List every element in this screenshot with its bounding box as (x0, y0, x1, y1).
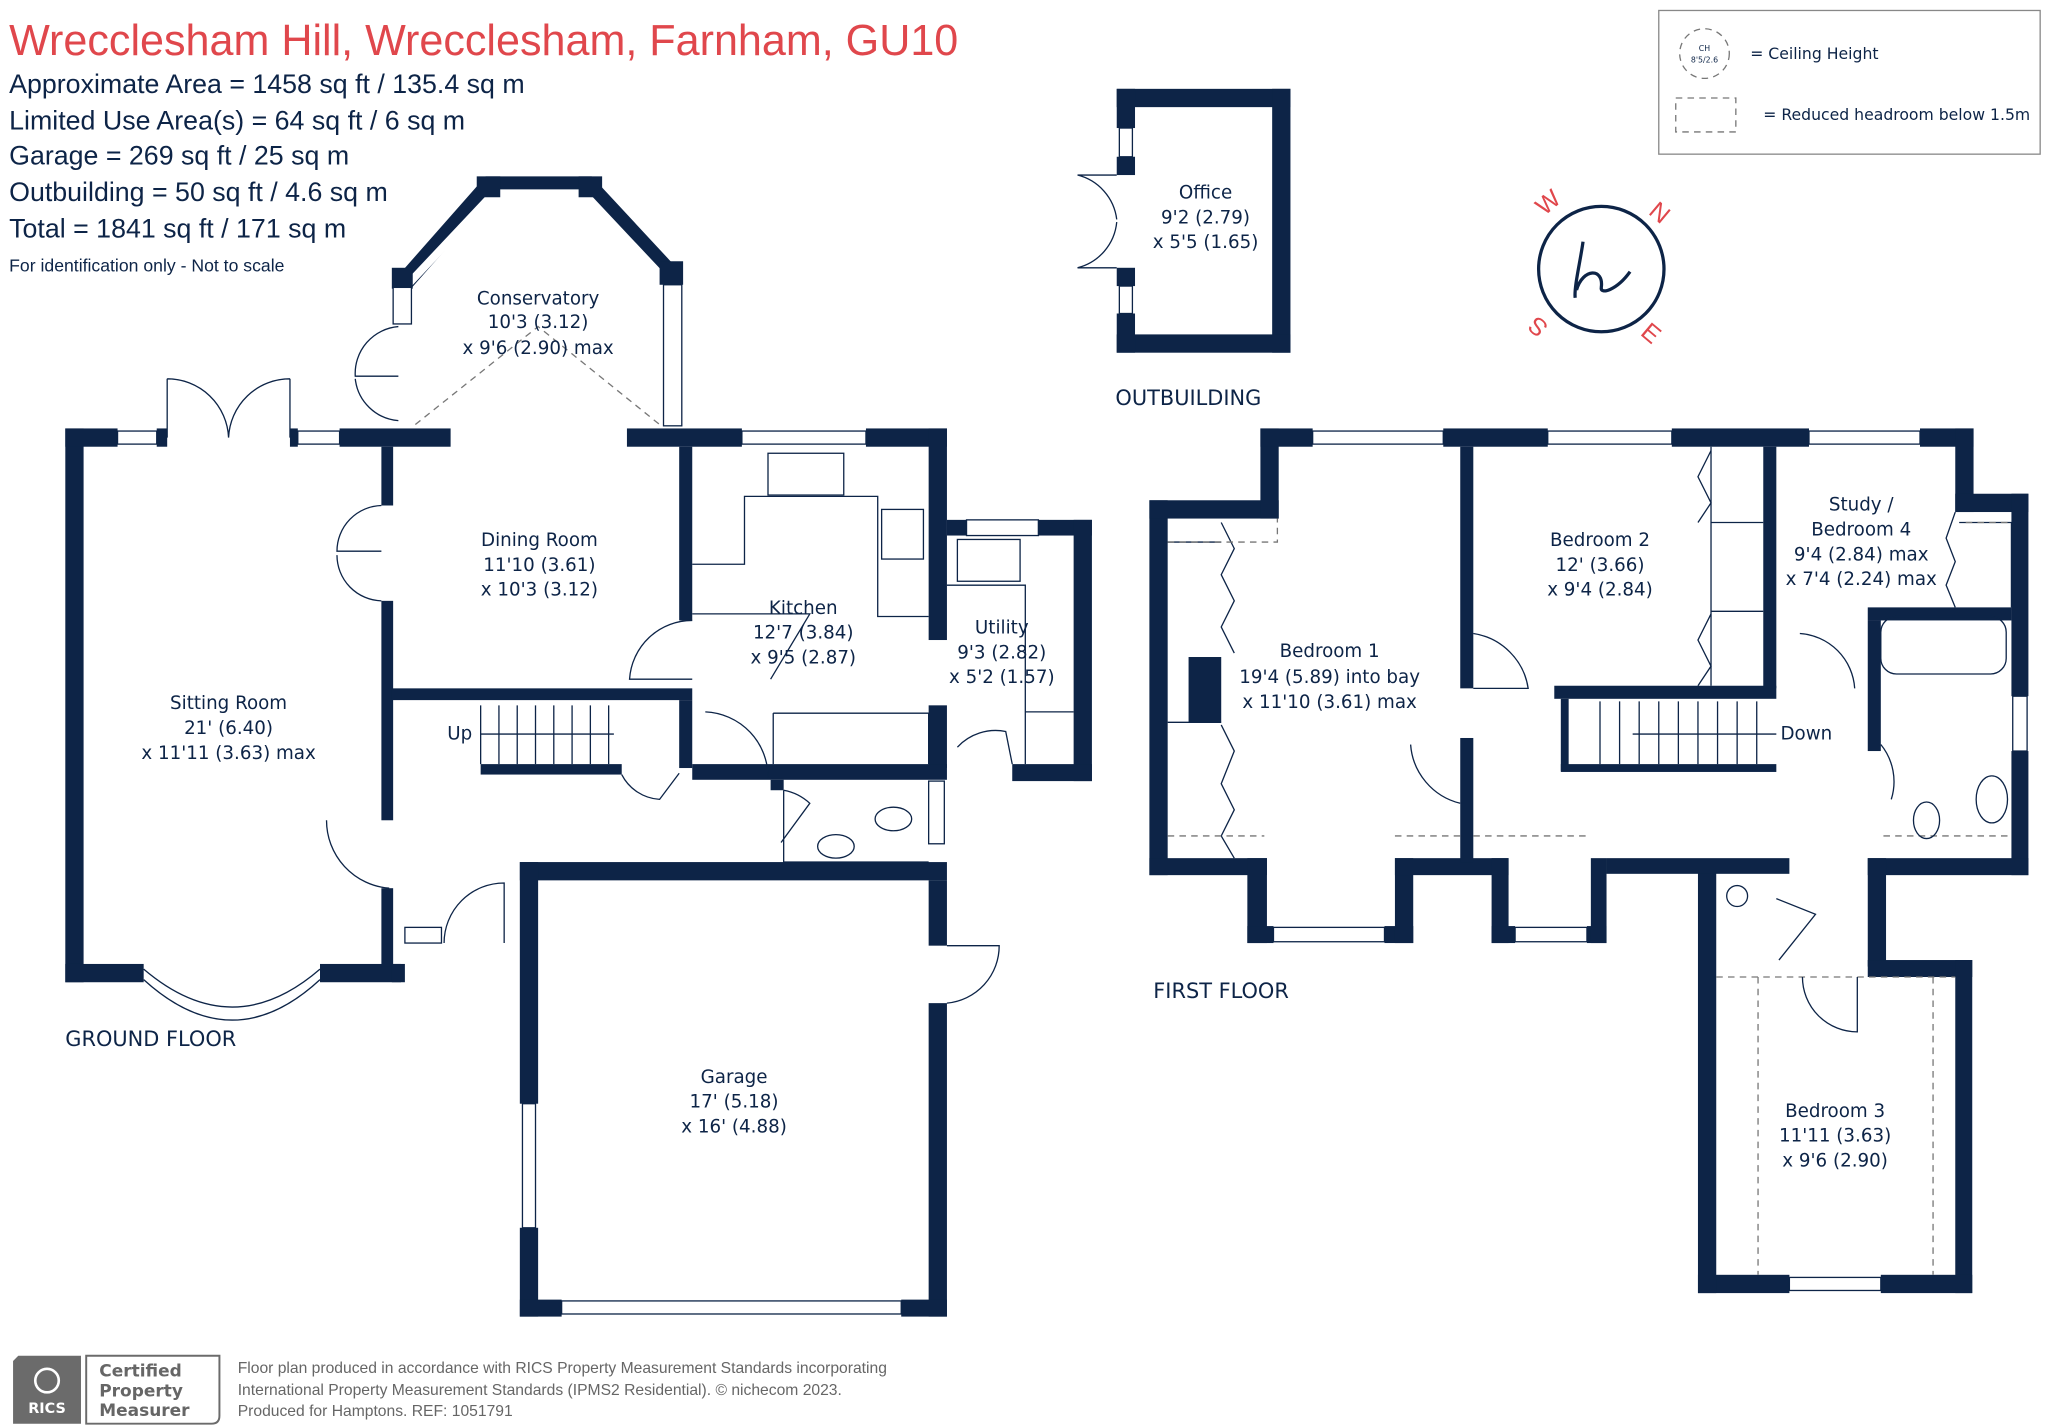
room-bedroom-2: Bedroom 2 12' (3.66) x 9'4 (2.84) (1547, 530, 1653, 601)
svg-text:x 9'5 (2.87): x 9'5 (2.87) (750, 648, 856, 669)
svg-text:x 7'4 (2.24) max: x 7'4 (2.24) max (1786, 569, 1937, 590)
room-sitting: Sitting Room 21' (6.40) x 11'11 (3.63) m… (141, 693, 316, 764)
room-bedroom-3: Bedroom 3 11'11 (3.63) x 9'6 (2.90) (1779, 1101, 1891, 1172)
rics-lion-icon (33, 1367, 61, 1394)
svg-text:9'4 (2.84) max: 9'4 (2.84) max (1794, 544, 1929, 565)
rics-badge: RICS Certified Property Measurer (13, 1354, 221, 1425)
svg-text:Bedroom 1: Bedroom 1 (1280, 641, 1380, 662)
svg-text:11'10 (3.61): 11'10 (3.61) (483, 555, 595, 576)
svg-text:x 9'4 (2.84): x 9'4 (2.84) (1547, 580, 1653, 601)
room-utility: Utility 9'3 (2.82) x 5'2 (1.57) (949, 617, 1055, 688)
stairs-up-label: Up (447, 723, 472, 744)
room-conservatory: Conservatory 10'3 (3.12) x 9'6 (2.90) ma… (463, 288, 614, 359)
area-total: Total = 1841 sq ft / 171 sq m (9, 214, 346, 244)
svg-text:Office: Office (1179, 183, 1232, 204)
svg-text:Property: Property (99, 1381, 183, 1401)
room-kitchen: Kitchen 12'7 (3.84) x 9'5 (2.87) (750, 598, 856, 669)
ground-floor-plan: Up (65, 176, 1092, 1317)
floor-label-outbuilding: OUTBUILDING (1115, 386, 1261, 410)
svg-text:Dining Room: Dining Room (481, 530, 598, 551)
compass-north: N (1644, 197, 1675, 229)
ch-symbol-label: CH (1699, 44, 1710, 53)
stairs-down-label: Down (1780, 723, 1832, 744)
svg-text:Conservatory: Conservatory (477, 288, 600, 309)
room-garage: Garage 17' (5.18) x 16' (4.88) (681, 1067, 787, 1138)
svg-text:12'7 (3.84): 12'7 (3.84) (753, 623, 854, 644)
area-limited-use: Limited Use Area(s) = 64 sq ft / 6 sq m (9, 105, 465, 135)
rics-logo-text: RICS (28, 1401, 66, 1417)
svg-text:Garage: Garage (701, 1067, 768, 1088)
svg-text:x 9'6 (2.90): x 9'6 (2.90) (1782, 1150, 1888, 1171)
floor-label-ground: GROUND FLOOR (65, 1027, 236, 1051)
svg-text:Bedroom 2: Bedroom 2 (1550, 530, 1650, 551)
svg-text:21' (6.40): 21' (6.40) (184, 718, 273, 739)
ch-symbol-value: 8'5/2.6 (1691, 56, 1718, 65)
svg-text:x 11'10 (3.61) max: x 11'10 (3.61) max (1242, 692, 1417, 713)
ceiling-height-symbol (1679, 28, 1730, 80)
room-bedroom-1: Bedroom 1 19'4 (5.89) into bay x 11'10 (… (1239, 641, 1420, 713)
svg-text:12' (3.66): 12' (3.66) (1556, 555, 1645, 576)
svg-text:Bedroom 4: Bedroom 4 (1811, 520, 1911, 541)
footer-line-3: Produced for Hamptons. REF: 1051791 (238, 1403, 513, 1420)
svg-text:x 9'6 (2.90) max: x 9'6 (2.90) max (463, 338, 614, 359)
svg-text:10'3 (3.12): 10'3 (3.12) (488, 312, 589, 333)
compass-east: E (1636, 318, 1666, 349)
footer-line-1: Floor plan produced in accordance with R… (238, 1360, 887, 1377)
area-garage: Garage = 269 sq ft / 25 sq m (9, 141, 349, 171)
svg-text:19'4 (5.89) into bay: 19'4 (5.89) into bay (1239, 667, 1420, 688)
floor-label-first: FIRST FLOOR (1153, 979, 1289, 1003)
svg-text:Kitchen: Kitchen (769, 598, 838, 619)
svg-text:9'3 (2.82): 9'3 (2.82) (957, 642, 1046, 663)
scale-note: For identification only - Not to scale (9, 256, 284, 276)
svg-text:9'2 (2.79): 9'2 (2.79) (1161, 207, 1250, 228)
svg-text:Utility: Utility (975, 617, 1029, 638)
legend-ceiling-height: = Ceiling Height (1750, 44, 1878, 63)
room-dining: Dining Room 11'10 (3.61) x 10'3 (3.12) (481, 530, 598, 601)
svg-text:Sitting Room: Sitting Room (170, 693, 287, 714)
svg-text:Study /: Study / (1829, 495, 1895, 516)
svg-text:x 10'3 (3.12): x 10'3 (3.12) (481, 580, 598, 601)
area-outbuilding: Outbuilding = 50 sq ft / 4.6 sq m (9, 177, 388, 207)
first-floor-plan: Down (1149, 428, 2029, 1294)
svg-text:11'11 (3.63): 11'11 (3.63) (1779, 1126, 1891, 1147)
svg-text:x 11'11 (3.63) max: x 11'11 (3.63) max (141, 743, 316, 764)
compass-west: W (1531, 185, 1567, 221)
outbuilding-plan (1077, 88, 1291, 353)
svg-text:x 16' (4.88): x 16' (4.88) (681, 1116, 787, 1137)
svg-text:Measurer: Measurer (99, 1401, 190, 1421)
area-approximate: Approximate Area = 1458 sq ft / 135.4 sq… (9, 69, 525, 99)
footer-line-2: International Property Measurement Stand… (238, 1382, 842, 1399)
page-title: Wrecclesham Hill, Wrecclesham, Farnham, … (9, 17, 958, 65)
reduced-headroom-symbol (1675, 97, 1737, 133)
svg-text:Certified: Certified (99, 1362, 182, 1382)
svg-text:17' (5.18): 17' (5.18) (690, 1092, 779, 1113)
svg-text:x 5'2 (1.57): x 5'2 (1.57) (949, 667, 1055, 688)
room-study-bedroom-4: Study / Bedroom 4 9'4 (2.84) max x 7'4 (… (1786, 495, 1937, 590)
legend-reduced-headroom: = Reduced headroom below 1.5m (1763, 105, 2030, 124)
compass-logo-icon (1536, 204, 1666, 334)
svg-text:Bedroom 3: Bedroom 3 (1785, 1101, 1885, 1122)
compass: W N S E (1523, 185, 1674, 350)
compass-south: S (1523, 310, 1553, 341)
svg-text:x 5'5 (1.65): x 5'5 (1.65) (1153, 232, 1259, 253)
room-office: Office 9'2 (2.79) x 5'5 (1.65) (1153, 183, 1259, 254)
legend: CH 8'5/2.6 = Ceiling Height = Reduced he… (1658, 9, 2041, 155)
